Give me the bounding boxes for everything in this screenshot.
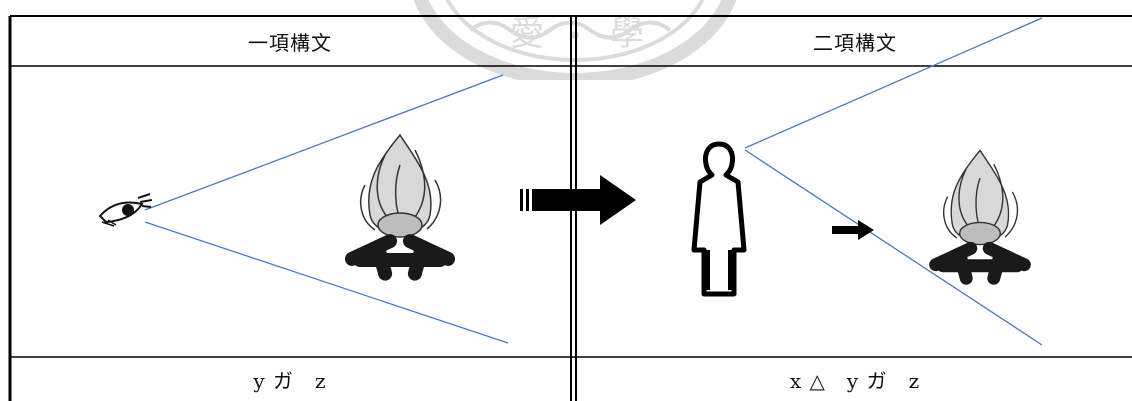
right-upper-sight-line (745, 18, 1042, 148)
campfire-icon (920, 135, 1040, 295)
small-right-arrow-icon (832, 220, 874, 240)
right-arrow-icon (520, 175, 638, 225)
campfire-icon (335, 125, 465, 285)
eye-icon (98, 192, 152, 228)
person-outline-icon (690, 140, 748, 300)
